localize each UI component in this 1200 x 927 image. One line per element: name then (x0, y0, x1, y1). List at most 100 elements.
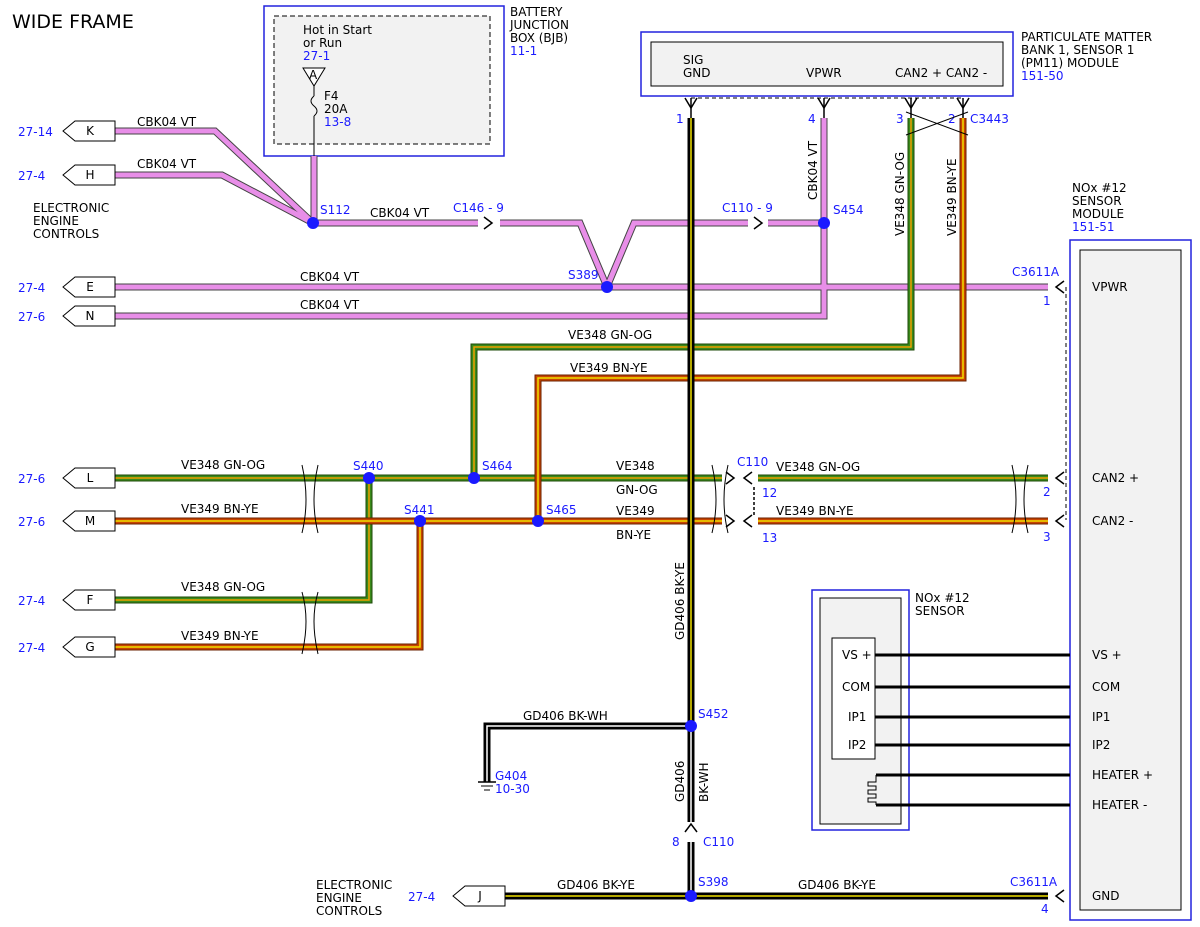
wire-label-h: CBK04 VT (137, 157, 197, 171)
connector-tag-shape (62, 276, 116, 298)
battery-junction-box: Hot in Start or Run 27-1 A F4 20A 13-8 B… (263, 5, 569, 157)
wire-label-m: VE349 BN-YE (181, 502, 259, 516)
nox-connector-top: C3611A (1012, 265, 1060, 279)
connector-letter: J (477, 889, 482, 903)
nox-sensor: NOx #12 SENSOR VS + COM IP1 IP2 (811, 589, 970, 831)
fuse-icon (310, 95, 318, 117)
eec-label-3: CONTROLS (33, 227, 99, 241)
splice-dot (685, 890, 697, 902)
sensor-wires (875, 653, 1070, 807)
connector-ref: 27-14 (18, 125, 53, 139)
connector-c110-pin13: 13 (762, 531, 777, 545)
connector-j: J27-4 (408, 885, 506, 907)
nox-label-heater-minus: HEATER - (1092, 798, 1147, 812)
connector-tag-shape (452, 885, 506, 907)
connector-tags: K27-14H27-4E27-4N27-6L27-6M27-6F27-4G27-… (18, 120, 506, 907)
wire-label-n: CBK04 VT (300, 298, 360, 312)
wire-label-e: CBK04 VT (300, 270, 360, 284)
wire-label-j: GD406 BK-YE (557, 878, 635, 892)
eec2-label-1: ELECTRONIC (316, 878, 392, 892)
splice-s112: S112 (307, 203, 351, 229)
connector-c110-pin12: 12 (762, 486, 777, 500)
nox-label-vs: VS + (1092, 648, 1122, 662)
eec2-label-3: CONTROLS (316, 904, 382, 918)
wire-label-gd406-vert: GD406 BK-YE (673, 562, 687, 640)
connector-letter: H (85, 168, 94, 182)
ground-name: G404 (495, 769, 527, 783)
wire-label-l: VE348 GN-OG (181, 458, 265, 472)
nox-module-name-3: MODULE (1072, 207, 1124, 221)
splice-label: S464 (482, 459, 513, 473)
connector-ref: 27-4 (18, 641, 45, 655)
connector-ref: 27-4 (18, 594, 45, 608)
eec2-label-2: ENGINE (316, 891, 362, 905)
splice-label: S440 (353, 459, 384, 473)
connector-letter: G (85, 640, 94, 654)
pm-pin-1: 1 (676, 112, 684, 126)
heater-element-icon (867, 775, 877, 805)
splice-dot (818, 217, 830, 229)
sensor-label-com: COM (842, 680, 870, 694)
wire-label-gd406-short: GD406 (673, 761, 687, 802)
connector-l: L27-6 (18, 467, 116, 489)
connector-letter: M (85, 514, 95, 528)
nox-label-gnd: GND (1092, 889, 1120, 903)
connector-c110-bottom: C110 (703, 835, 734, 849)
splice-label: S465 (546, 503, 577, 517)
connector-h: H 27-4 (18, 164, 116, 186)
splice-dot (601, 281, 613, 293)
nox-label-vpwr: VPWR (1092, 280, 1128, 294)
connector-f: F27-4 (18, 589, 116, 611)
bjb-pin-triangle (302, 67, 326, 87)
connector-g: G 27-4 (18, 636, 116, 658)
pm-name-2: BANK 1, SENSOR 1 (1021, 43, 1134, 57)
splice-s464: S464 (468, 459, 513, 484)
connector-c110-pin8: 8 (672, 835, 680, 849)
nox-pin-4: 4 (1041, 902, 1049, 916)
connector-k: K27-14 (18, 120, 116, 142)
splice-dot (414, 515, 426, 527)
fuse-name: F4 (324, 89, 339, 103)
connector-ref: 27-4 (18, 169, 45, 183)
splice-dot (468, 472, 480, 484)
splice-label: S452 (698, 707, 729, 721)
pm-vpwr: VPWR (806, 66, 842, 80)
splice-s454: S454 (818, 203, 864, 229)
wire-label-s112: CBK04 VT (370, 206, 430, 220)
splice-label: S454 (833, 203, 864, 217)
connector-tag-shape (62, 467, 116, 489)
pm-pin-4: 4 (808, 112, 816, 126)
wire-label-ve348-b: GN-OG (616, 483, 658, 497)
pm-name-3: (PM11) MODULE (1021, 56, 1119, 70)
nox-module-ref: 151-51 (1072, 220, 1115, 234)
wire-label-gd406-right: GD406 BK-YE (798, 878, 876, 892)
nox-sensor-name-2: SENSOR (915, 604, 965, 618)
pm-can: CAN2 + CAN2 - (895, 66, 987, 80)
wire-label-ve348-right: VE348 GN-OG (776, 460, 860, 474)
nox-label-can-minus: CAN2 - (1092, 514, 1133, 528)
nox-label-com: COM (1092, 680, 1120, 694)
splice-s389: S389 (568, 268, 613, 293)
connector-c110-mid: C110 (737, 455, 768, 469)
connector-tag-shape (62, 636, 116, 658)
connector-ref: 27-4 (18, 281, 45, 295)
connector-n: N27-6 (18, 305, 116, 327)
splice-label: S112 (320, 203, 351, 217)
connector-tag-shape (62, 120, 116, 142)
connector-ref: 27-6 (18, 472, 45, 486)
connector-letter: N (86, 309, 95, 323)
ground-icon (478, 781, 496, 791)
wire-label-g: VE349 BN-YE (181, 629, 259, 643)
splice-dot (307, 217, 319, 229)
wire-label-gd406-bkwh: GD406 BK-WH (523, 709, 608, 723)
splice-label: S398 (698, 875, 729, 889)
ground-ref: 10-30 (495, 782, 530, 796)
pm-name-1: PARTICULATE MATTER (1021, 30, 1152, 44)
nox-label-can-plus: CAN2 + (1092, 471, 1139, 485)
twisted-pair-markers (301, 111, 1029, 655)
nox-sensor-name-1: NOx #12 (915, 591, 970, 605)
pm-ref: 151-50 (1021, 69, 1064, 83)
nox-label-ip1: IP1 (1092, 710, 1110, 724)
